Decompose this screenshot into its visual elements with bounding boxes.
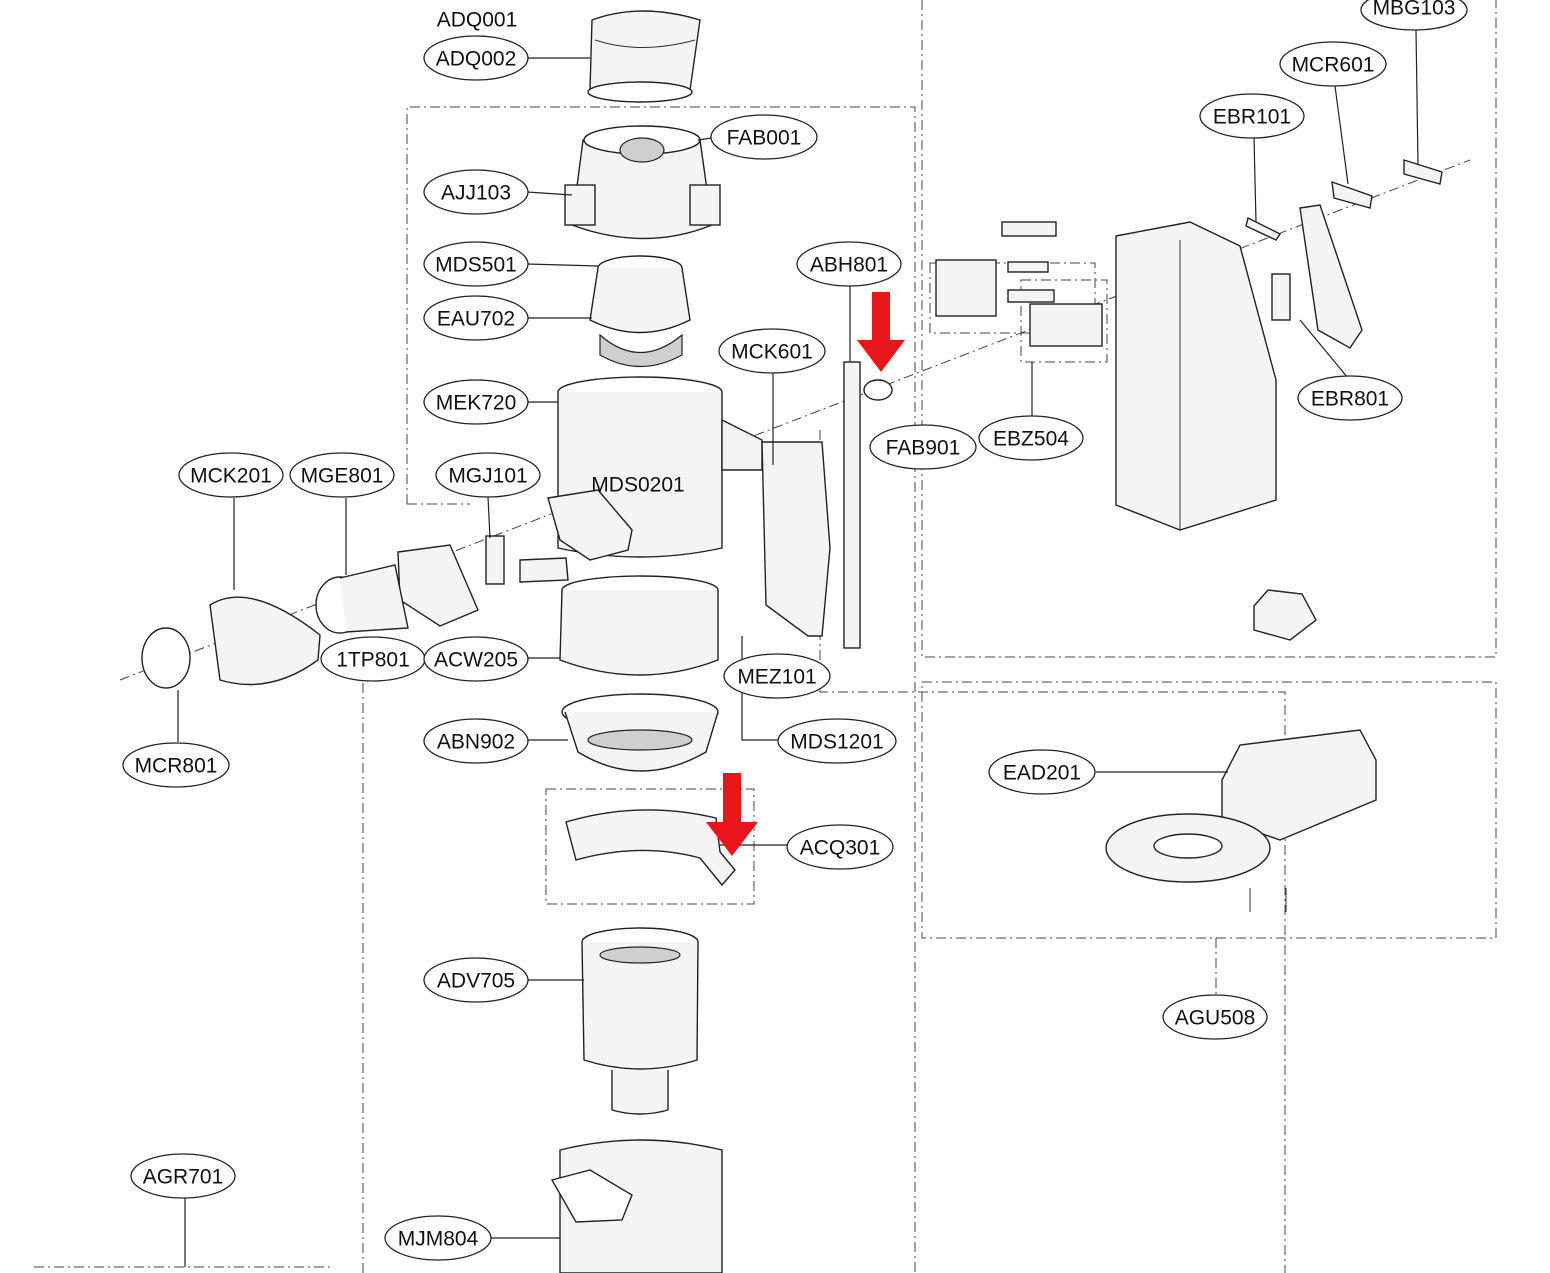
part-label-mek720: MEK720: [423, 379, 529, 425]
svg-text:MGE801: MGE801: [301, 465, 384, 488]
part-label-mds1201: MDS1201: [777, 718, 897, 764]
part-drawings: [141, 10, 1443, 1273]
svg-text:MCR601: MCR601: [1292, 54, 1375, 77]
part-label-1tp801: 1TP801: [320, 636, 426, 682]
svg-text:ABH801: ABH801: [810, 254, 888, 277]
svg-text:MCK201: MCK201: [190, 465, 272, 488]
leader-lines: [177, 29, 1419, 1267]
svg-text:MEZ101: MEZ101: [737, 666, 816, 689]
part-label-mjm804: MJM804: [384, 1215, 492, 1261]
svg-text:AGU508: AGU508: [1175, 1007, 1256, 1030]
part-label-mgj101: MGJ101: [435, 452, 541, 498]
svg-text:ACQ301: ACQ301: [800, 837, 881, 860]
svg-text:AGR701: AGR701: [143, 1166, 224, 1189]
part-label-agr701: AGR701: [130, 1153, 236, 1199]
part-label-mcr801: MCR801: [122, 742, 230, 788]
svg-text:MCR801: MCR801: [135, 755, 218, 778]
part-label-mbg103: MBG103: [1360, 0, 1468, 31]
svg-text:ABN902: ABN902: [437, 731, 515, 754]
part-label-acw205: ACW205: [423, 636, 529, 682]
part-label-ead201: EAD201: [988, 749, 1096, 795]
part-label-fab001: FAB001: [710, 114, 818, 160]
svg-text:EBR801: EBR801: [1311, 388, 1389, 411]
part-label-adq001: ADQ001: [437, 9, 518, 32]
svg-text:FAB001: FAB001: [727, 127, 802, 150]
arrow-acq301: [706, 773, 758, 856]
part-label-mez101: MEZ101: [723, 653, 831, 699]
arrow-fab901: [857, 292, 905, 372]
part-label-mcr601: MCR601: [1279, 41, 1387, 87]
svg-text:MCK601: MCK601: [731, 341, 813, 364]
part-label-ebz504: EBZ504: [978, 415, 1084, 461]
svg-text:ADQ001: ADQ001: [437, 9, 518, 32]
part-label-ebr801: EBR801: [1297, 375, 1403, 421]
svg-text:MGJ101: MGJ101: [448, 465, 527, 488]
svg-text:EBZ504: EBZ504: [993, 428, 1069, 451]
part-label-mge801: MGE801: [289, 452, 395, 498]
part-label-mck201: MCK201: [178, 452, 284, 498]
svg-text:MBG103: MBG103: [1373, 0, 1456, 20]
svg-text:1TP801: 1TP801: [336, 649, 410, 672]
part-label-mds501: MDS501: [423, 241, 529, 287]
svg-text:MDS0201: MDS0201: [591, 474, 684, 497]
svg-text:MDS1201: MDS1201: [790, 731, 883, 754]
svg-text:EAU702: EAU702: [437, 308, 515, 331]
part-label-ajj103: AJJ103: [423, 169, 529, 215]
part-label-acq301: ACQ301: [786, 824, 894, 870]
svg-text:ADV705: ADV705: [437, 970, 515, 993]
svg-text:AJJ103: AJJ103: [441, 182, 511, 205]
svg-text:ACW205: ACW205: [434, 649, 518, 672]
part-label-abn902: ABN902: [423, 718, 529, 764]
svg-text:ADQ002: ADQ002: [436, 48, 517, 71]
part-label-agu508: AGU508: [1162, 994, 1268, 1040]
part-label-mck601: MCK601: [718, 328, 826, 374]
svg-text:FAB901: FAB901: [886, 437, 961, 460]
part-label-adv705: ADV705: [423, 957, 529, 1003]
svg-text:MJM804: MJM804: [398, 1228, 479, 1251]
part-label-mds0201: MDS0201: [591, 474, 684, 497]
part-label-ebr101: EBR101: [1199, 93, 1305, 139]
svg-text:EAD201: EAD201: [1003, 762, 1081, 785]
part-label-abh801: ABH801: [796, 241, 902, 287]
svg-text:EBR101: EBR101: [1213, 106, 1291, 129]
part-label-adq002: ADQ002: [423, 35, 529, 81]
part-label-eau702: EAU702: [423, 295, 529, 341]
part-label-fab901: FAB901: [869, 424, 977, 470]
svg-text:MDS501: MDS501: [435, 254, 517, 277]
svg-text:MEK720: MEK720: [436, 392, 517, 415]
